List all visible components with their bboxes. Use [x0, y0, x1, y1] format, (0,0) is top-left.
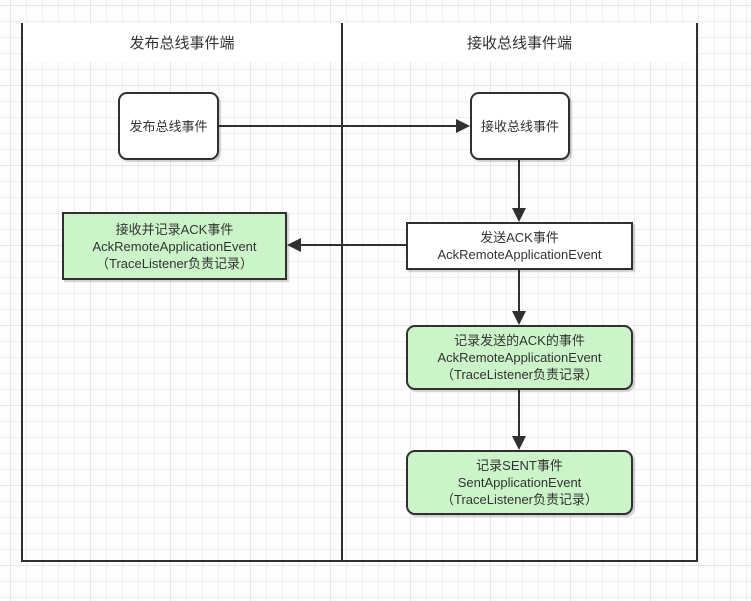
node-text-line: （TraceListener负责记录）	[96, 255, 253, 271]
lane-title: 接收总线事件端	[466, 35, 572, 52]
node-record-sent-event: 记录SENT事件 SentApplicationEvent （TraceList…	[406, 450, 633, 515]
arrow-line	[301, 244, 406, 246]
node-text-line: AckRemoteApplicationEvent	[437, 247, 602, 262]
node-text-line: AckRemoteApplicationEvent	[437, 350, 602, 365]
lane-header-receiver: 接收总线事件端	[343, 23, 696, 62]
arrow-head-right-icon	[456, 119, 470, 133]
arrow-line	[518, 390, 520, 436]
node-text-line: 发送ACK事件	[480, 230, 559, 245]
node-text-line: 接收并记录ACK事件	[115, 221, 234, 237]
node-text-line: 记录发送的ACK的事件	[454, 333, 585, 348]
node-text-line: 发布总线事件	[129, 118, 208, 134]
node-publish-bus-event: 发布总线事件	[118, 92, 219, 160]
node-record-received-ack: 接收并记录ACK事件 AckRemoteApplicationEvent （Tr…	[62, 212, 287, 280]
node-record-sent-ack: 记录发送的ACK的事件 AckRemoteApplicationEvent （T…	[406, 325, 633, 390]
node-text-line: 接收总线事件	[480, 118, 559, 134]
lane-header-publisher: 发布总线事件端	[23, 23, 341, 62]
node-send-ack-event: 发送ACK事件 AckRemoteApplicationEvent	[406, 222, 633, 270]
lane-divider	[341, 23, 343, 562]
arrow-head-left-icon	[287, 238, 301, 252]
arrow-head-down-icon	[512, 311, 526, 325]
node-text-line: AckRemoteApplicationEvent	[92, 238, 257, 254]
node-text-line: SentApplicationEvent	[457, 475, 582, 490]
arrow-head-down-icon	[512, 436, 526, 450]
node-text-line: （TraceListener负责记录）	[441, 492, 598, 507]
arrow-line	[518, 270, 520, 317]
arrow-head-down-icon	[512, 208, 526, 222]
node-text-line: 记录SENT事件	[476, 458, 563, 473]
arrow-line	[219, 125, 460, 127]
lane-title: 发布总线事件端	[129, 35, 235, 52]
node-text-line: （TraceListener负责记录）	[441, 367, 598, 382]
node-receive-bus-event: 接收总线事件	[470, 92, 570, 160]
arrow-line	[518, 160, 520, 210]
